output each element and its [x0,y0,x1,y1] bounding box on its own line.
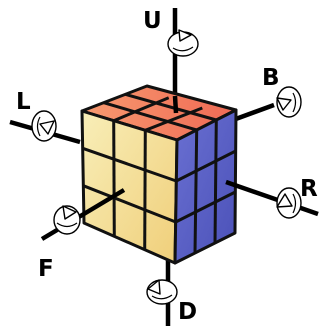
label-f: F [38,256,54,282]
label-r: R [300,176,318,202]
label-d: D [178,299,197,325]
axis-up-stub [175,96,176,113]
cube [82,86,236,263]
rotation-arrow-icon [147,280,177,304]
rotation-arrow-icon [54,206,80,234]
rotation-arrow-icon [277,188,301,218]
rotation-arrow-icon [168,30,198,56]
axis-back [233,105,274,120]
rotation-arrow-icon [277,87,301,117]
label-b: B [262,65,280,91]
label-u: U [143,8,162,34]
rotation-arrow-icon [32,111,56,141]
label-l: L [16,89,31,115]
